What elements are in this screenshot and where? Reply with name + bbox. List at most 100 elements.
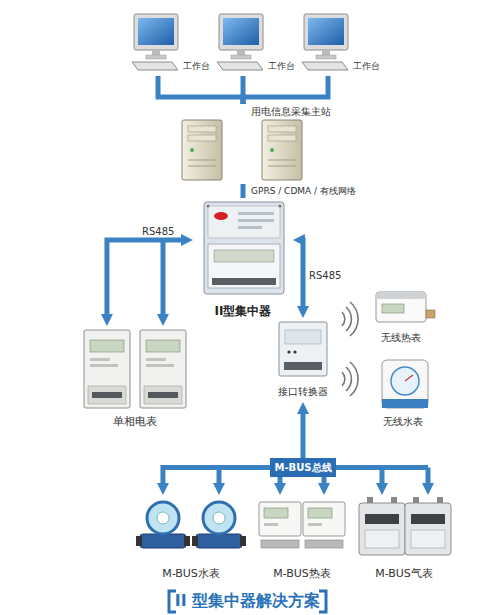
- meter-dial: [391, 367, 419, 395]
- node-label: 工作台: [268, 61, 295, 72]
- indicator-button: [214, 212, 228, 220]
- pipe-body: [305, 540, 343, 548]
- wireless-heat-meter: 无线热表: [366, 288, 436, 346]
- monitor: [134, 14, 178, 50]
- computer-icon: [217, 14, 263, 70]
- converter-device: [279, 322, 327, 376]
- node-label: 用电信息采集主站: [251, 106, 331, 118]
- bus-connector: [301, 412, 306, 458]
- pipe-stub: [426, 310, 435, 318]
- wireless-water-meter: [382, 360, 428, 408]
- node-label: M-BUS总线: [270, 458, 336, 477]
- rs485-branch: [161, 240, 166, 316]
- converter-window: [285, 330, 321, 344]
- bus-connector: [107, 240, 183, 316]
- mbus-gas-meter: [359, 497, 405, 555]
- dial-center: [213, 512, 225, 524]
- bus-connector: [277, 477, 282, 485]
- workstation: 工作台: [298, 8, 380, 76]
- panel-line: [146, 358, 166, 361]
- node-label: M-BUS气表: [354, 567, 454, 580]
- meter-body: [196, 534, 242, 548]
- radio-waves: [342, 302, 358, 396]
- wave-arc: [350, 362, 358, 396]
- monitor-base: [316, 55, 336, 59]
- wave-arc: [342, 372, 345, 386]
- dial-center: [157, 512, 169, 524]
- node-label: 工作台: [353, 61, 380, 72]
- mbus-water-meter: [192, 502, 246, 548]
- monitor-base: [146, 55, 166, 59]
- workstation: 工作台: [213, 8, 295, 76]
- single-phase-meter: [140, 330, 186, 408]
- screen: [223, 18, 259, 45]
- meter-rim: [382, 399, 428, 408]
- meter-dial: [147, 502, 179, 534]
- mbus-gas-meters: M-BUS气表: [354, 495, 454, 582]
- bus-connector: [243, 76, 328, 104]
- screw: [207, 205, 210, 208]
- panel-line: [308, 523, 322, 526]
- lcd-window: [146, 340, 180, 352]
- wave-arc: [346, 307, 351, 331]
- interface-converter: 接口转换器: [271, 318, 335, 402]
- node-label: 单相电表: [80, 415, 190, 428]
- bus-drop: [426, 468, 431, 486]
- wave-arc: [342, 312, 345, 326]
- mbus-heat-meters: M-BUS热表: [255, 495, 349, 582]
- meter-plate: [365, 530, 399, 548]
- case-groove: [188, 166, 216, 167]
- screen: [138, 18, 174, 45]
- screen: [308, 18, 344, 45]
- server-tower: [182, 120, 222, 180]
- terminal-strip: [284, 362, 322, 370]
- server-tower: [262, 120, 302, 180]
- keyboard: [132, 62, 178, 70]
- indicator-dot: [293, 350, 296, 353]
- node-label: M-BUS热表: [255, 567, 349, 580]
- wireless-heat-meter: [376, 292, 435, 322]
- pipe-end: [184, 536, 190, 546]
- lcd-window: [214, 250, 274, 262]
- edge-label: RS485: [142, 226, 174, 238]
- meter-case: [405, 503, 451, 555]
- edge-label: RS485: [309, 270, 341, 282]
- case-groove: [268, 160, 296, 161]
- node-label: 工作台: [183, 61, 210, 72]
- node-label: II型集中器: [193, 304, 293, 318]
- pipe-end: [240, 536, 246, 546]
- panel-line: [146, 364, 174, 367]
- terminal-block: [144, 386, 182, 404]
- concentrator-panel: [208, 206, 280, 238]
- workstation: 工作台: [128, 8, 210, 76]
- node-label: 无线水表: [366, 416, 440, 428]
- monitor: [304, 14, 348, 50]
- drive-bay: [188, 135, 216, 141]
- meter-case: [376, 292, 426, 322]
- bus-connector: [241, 184, 246, 198]
- mbus-water-meters: M-BUS水表: [130, 495, 252, 582]
- power-light: [190, 148, 194, 152]
- mbus-heat-meter: [303, 502, 345, 548]
- monitor-neck: [152, 50, 160, 55]
- terminal-strip: [92, 392, 122, 398]
- panel-line: [264, 523, 278, 526]
- drive-bay: [188, 126, 216, 132]
- indicator-dot: [287, 350, 290, 353]
- bus-drop: [217, 468, 222, 486]
- meter-body: [140, 534, 186, 548]
- keyboard: [217, 62, 263, 70]
- bus-connector: [336, 468, 382, 486]
- single-phase-meter: [84, 330, 130, 408]
- mbus-gas-meter: [405, 497, 451, 555]
- wave-arc: [350, 302, 358, 336]
- meter-case: [140, 330, 186, 408]
- diagram-title: II 型集中器解决方案: [0, 590, 495, 612]
- concentrator-device: [204, 202, 284, 294]
- monitor: [219, 14, 263, 50]
- bus-connector: [163, 468, 270, 486]
- monitor-neck: [322, 50, 330, 55]
- meter-case: [382, 360, 428, 408]
- pipe-end: [136, 536, 142, 546]
